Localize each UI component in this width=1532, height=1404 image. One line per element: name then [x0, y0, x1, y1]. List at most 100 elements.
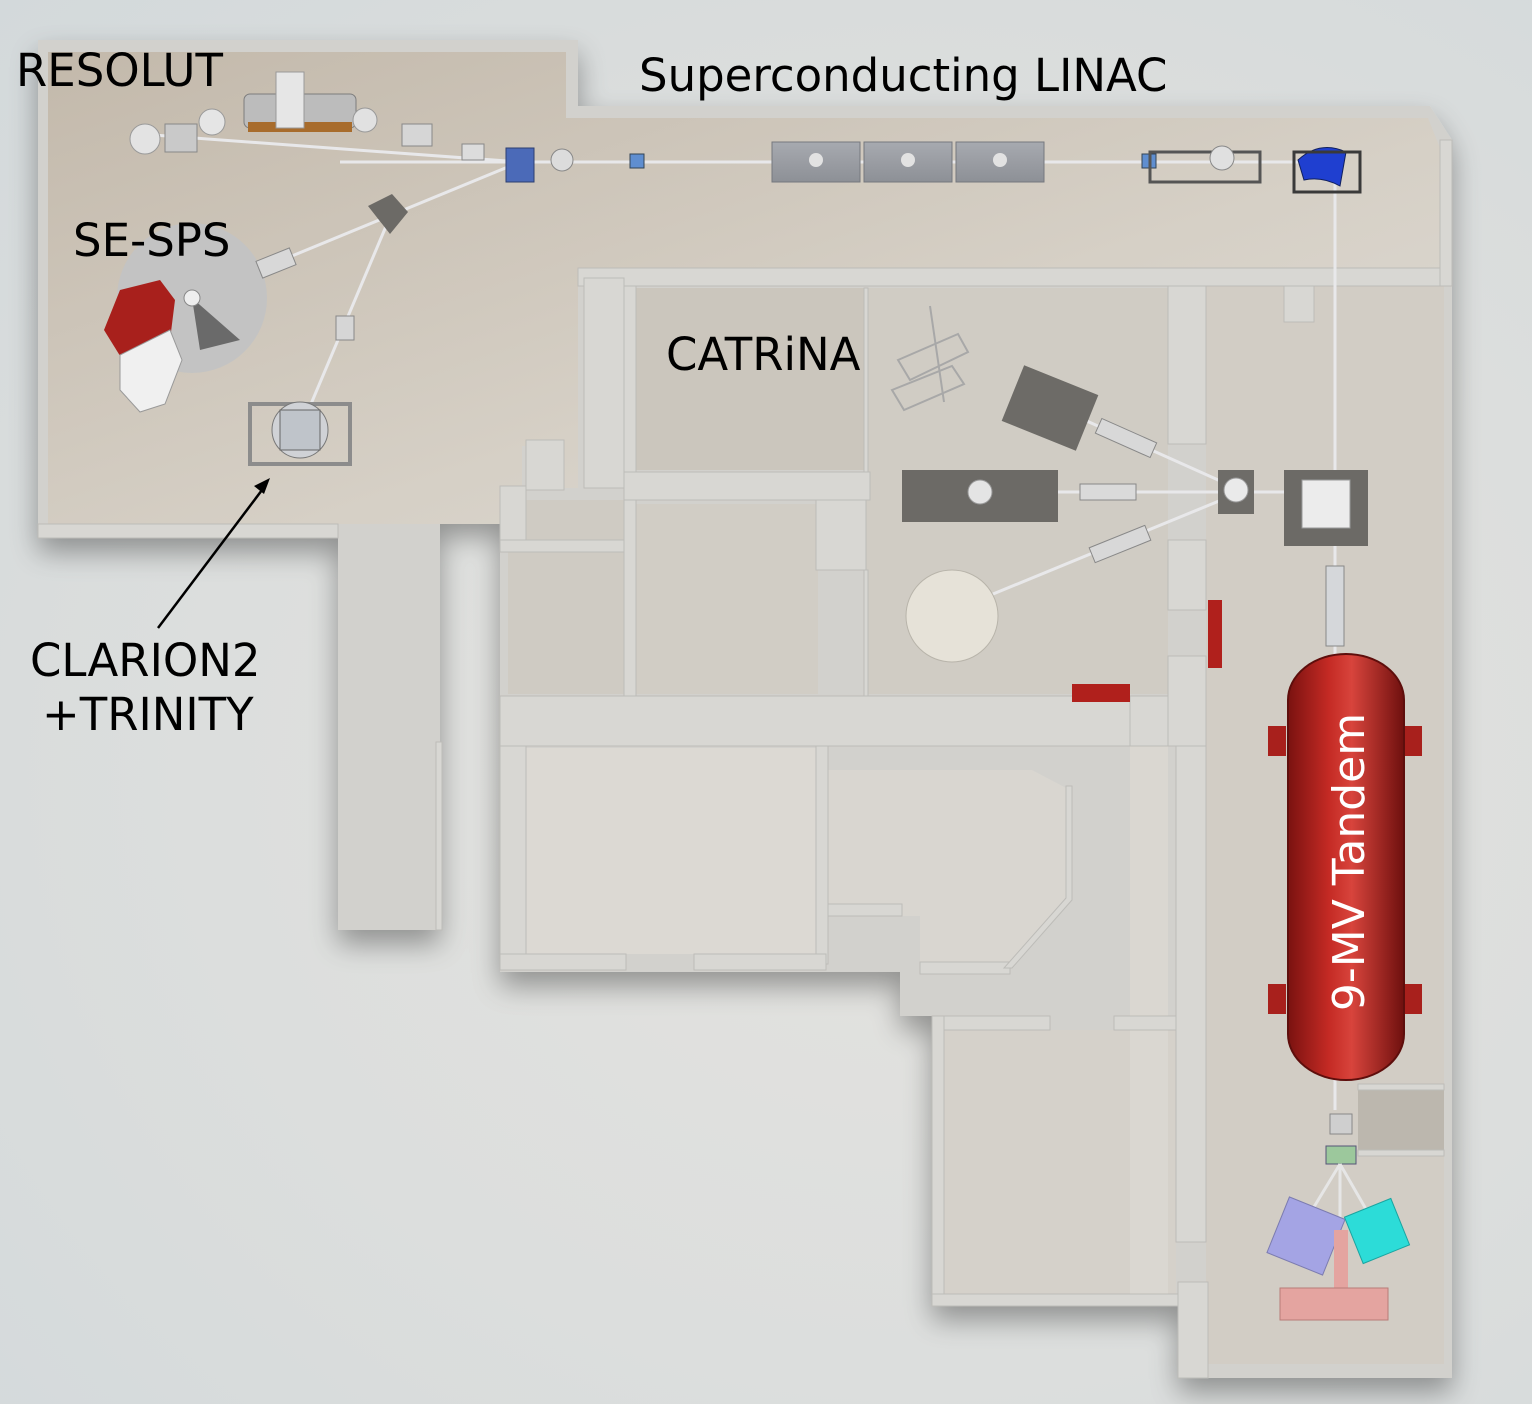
wall-segment [1357, 1149, 1445, 1157]
analyzing-magnet [1297, 147, 1347, 187]
se-sps-target [183, 289, 201, 307]
linac-components [505, 141, 1362, 194]
ion-source-purple [1266, 1196, 1346, 1276]
resolut-beamline-components [129, 71, 485, 161]
lab-floor [828, 770, 1070, 968]
wall-segment [1167, 285, 1207, 445]
wall-segment [583, 277, 625, 489]
wall-segment [1439, 139, 1453, 287]
resolut-magnet [164, 123, 198, 153]
wall-segment [37, 523, 339, 539]
control-room-floor [526, 748, 816, 954]
wall-segment [827, 903, 903, 917]
resolut-label: RESOLUT [16, 44, 223, 97]
wall-segment [499, 485, 527, 541]
wall-segment [623, 285, 637, 473]
resolut-chamber [129, 123, 161, 155]
wall-segment [435, 741, 443, 931]
catrina-quad [1094, 417, 1158, 459]
resolut-cryostat [275, 71, 305, 129]
clarion-quad [335, 315, 355, 341]
wall-segment [1129, 695, 1169, 747]
magnet-frame [1292, 150, 1362, 194]
injector-stand [1329, 1113, 1353, 1135]
se-sps-label: SE-SPS [73, 214, 231, 267]
linac-diagnostic [550, 148, 574, 172]
room-floor-w3 [526, 500, 624, 540]
trinity-label: +TRINITY [42, 688, 254, 741]
wall-segment [1357, 1083, 1445, 1091]
clarion-detector [279, 409, 321, 451]
beamline-resolut [139, 132, 521, 164]
se-sps-quad [255, 247, 297, 279]
resolut-chamber [352, 107, 378, 133]
se-sps-dipole-face [119, 329, 183, 413]
catrina-detector-rack [890, 305, 970, 412]
tandem-label: 9-MV Tandem [1324, 712, 1375, 1012]
room-floor-w1 [508, 552, 624, 694]
north-hall-floor [48, 52, 1440, 524]
wall-segment [931, 1015, 945, 1307]
clarion2-label: CLARION2 [30, 634, 261, 687]
cryomodule-port [809, 153, 823, 167]
clarion-annotation [157, 478, 270, 629]
catrina-beamline-components [890, 305, 1368, 663]
wall-segment [693, 953, 827, 971]
doors [1072, 600, 1222, 702]
wall-segment [1113, 1015, 1177, 1031]
catrina-room-floor [636, 288, 864, 470]
cryomodule-port [901, 153, 915, 167]
linac-buncher-frame [1148, 150, 1262, 184]
wall-segment [815, 499, 867, 571]
cryomodule-port [993, 153, 1007, 167]
se-sps-spectrometer [104, 194, 408, 413]
catrina-label: CATRiNA [666, 328, 861, 381]
catrina-quad [1079, 483, 1137, 501]
door-marker [1208, 600, 1222, 668]
se-sps-steerer [368, 194, 408, 234]
tandem-accelerator [1266, 565, 1422, 1321]
catrina-switch-chamber [1223, 477, 1249, 503]
interior-walls [37, 139, 1453, 1379]
wall-segment [525, 439, 565, 491]
tandem-flange [1404, 726, 1422, 756]
door-marker [1072, 684, 1130, 702]
room-floor-w2 [636, 504, 818, 694]
wall-segment [815, 745, 829, 965]
wall-segment [863, 287, 869, 473]
resolut-quad [461, 143, 485, 161]
tandem-annex-floor [1358, 1086, 1444, 1152]
catrina-quad [1088, 524, 1152, 564]
tandem-beam-pipe [1325, 565, 1345, 647]
wall-segment [1283, 285, 1315, 323]
tandem-flange [1404, 984, 1422, 1014]
wall-segment [623, 499, 637, 697]
switching-magnet [505, 147, 535, 183]
clarion2-trinity-label: CLARION2 +TRINITY [30, 634, 261, 742]
wall-segment [1167, 539, 1207, 611]
wall-segment [863, 569, 869, 697]
wall-segment [499, 695, 1169, 747]
tandem-flange [1268, 984, 1286, 1014]
wall-segment [499, 745, 527, 969]
catrina-chamber [967, 479, 993, 505]
wall-segment [499, 539, 625, 553]
wall-segment [919, 961, 1011, 975]
linac-buncher [1209, 145, 1235, 171]
se-sps-slice [192, 298, 240, 350]
ion-source-stem [1334, 1230, 1348, 1290]
superconducting-linac-label: Superconducting LINAC [639, 49, 1168, 102]
ion-source-cyan [1343, 1197, 1411, 1265]
clarion2-trinity [248, 315, 355, 466]
injector-magnet [1325, 1145, 1357, 1165]
resolut-quad [401, 123, 433, 147]
resolut-chamber [198, 108, 226, 136]
tandem-tank [1287, 653, 1405, 1081]
catrina-station-upper [1001, 365, 1099, 451]
linac-steerer [629, 153, 645, 169]
annotation-arrow-line [157, 489, 263, 629]
tandem-flange [1268, 726, 1286, 756]
catrina-scattering-chamber [905, 569, 999, 663]
wall-segment [931, 1293, 1183, 1307]
